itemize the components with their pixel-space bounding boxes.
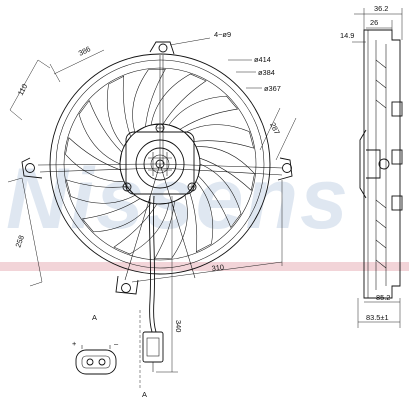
fan-blade [81,198,152,233]
dim-386: 386 [77,44,92,58]
motor-cable [148,195,157,333]
front-view: + – [7,30,297,399]
motor-screws [122,123,197,192]
front-dimension-lines [7,37,297,390]
fan-blade [132,68,166,134]
cable-connector [142,331,164,372]
dim-110: 110 [16,82,29,97]
dim-258: 258 [13,234,26,249]
connector-pos-label: + [72,339,76,348]
fan-blade [65,179,136,204]
dim-dia-367: ø367 [264,84,281,93]
fan-blade [65,137,125,182]
dim-83-5: 83.5±1 [366,313,389,322]
fan-blade [154,194,188,260]
dim-310: 310 [211,263,224,273]
side-view: 36.2 26 14.9 85.2 83.5±1 [340,4,403,328]
dim-36-2: 36.2 [374,4,388,13]
shroud-outer-ring [49,53,271,275]
dim-14-9: 14.9 [340,31,354,40]
fan-blade [106,75,132,148]
mounting-lugs [21,41,293,295]
connector-end-view [75,345,117,375]
section-mark-a-top: A [92,313,97,322]
watermark-band [0,262,409,271]
section-mark-a-bottom: A [142,390,147,399]
fan-blade [197,163,242,228]
fan-blade [168,95,239,130]
dim-287: 287 [268,121,282,136]
dim-dia-384: ø384 [258,68,275,77]
dim-85-2: 85.2 [376,293,390,302]
dim-340: 340 [174,320,183,332]
dim-26: 26 [370,18,378,27]
dim-dia-414: ø414 [254,55,271,64]
fan-blade [188,180,214,253]
fan-blade [184,124,255,149]
connector-neg-label: – [114,339,119,348]
support-struts [37,55,284,281]
side-dimension-lines [352,8,403,328]
fan-blades [65,68,255,260]
fan-blade [195,146,255,191]
dim-holes: 4~ø9 [214,30,231,39]
fan-blade [78,100,123,165]
fan-blade [150,73,207,126]
